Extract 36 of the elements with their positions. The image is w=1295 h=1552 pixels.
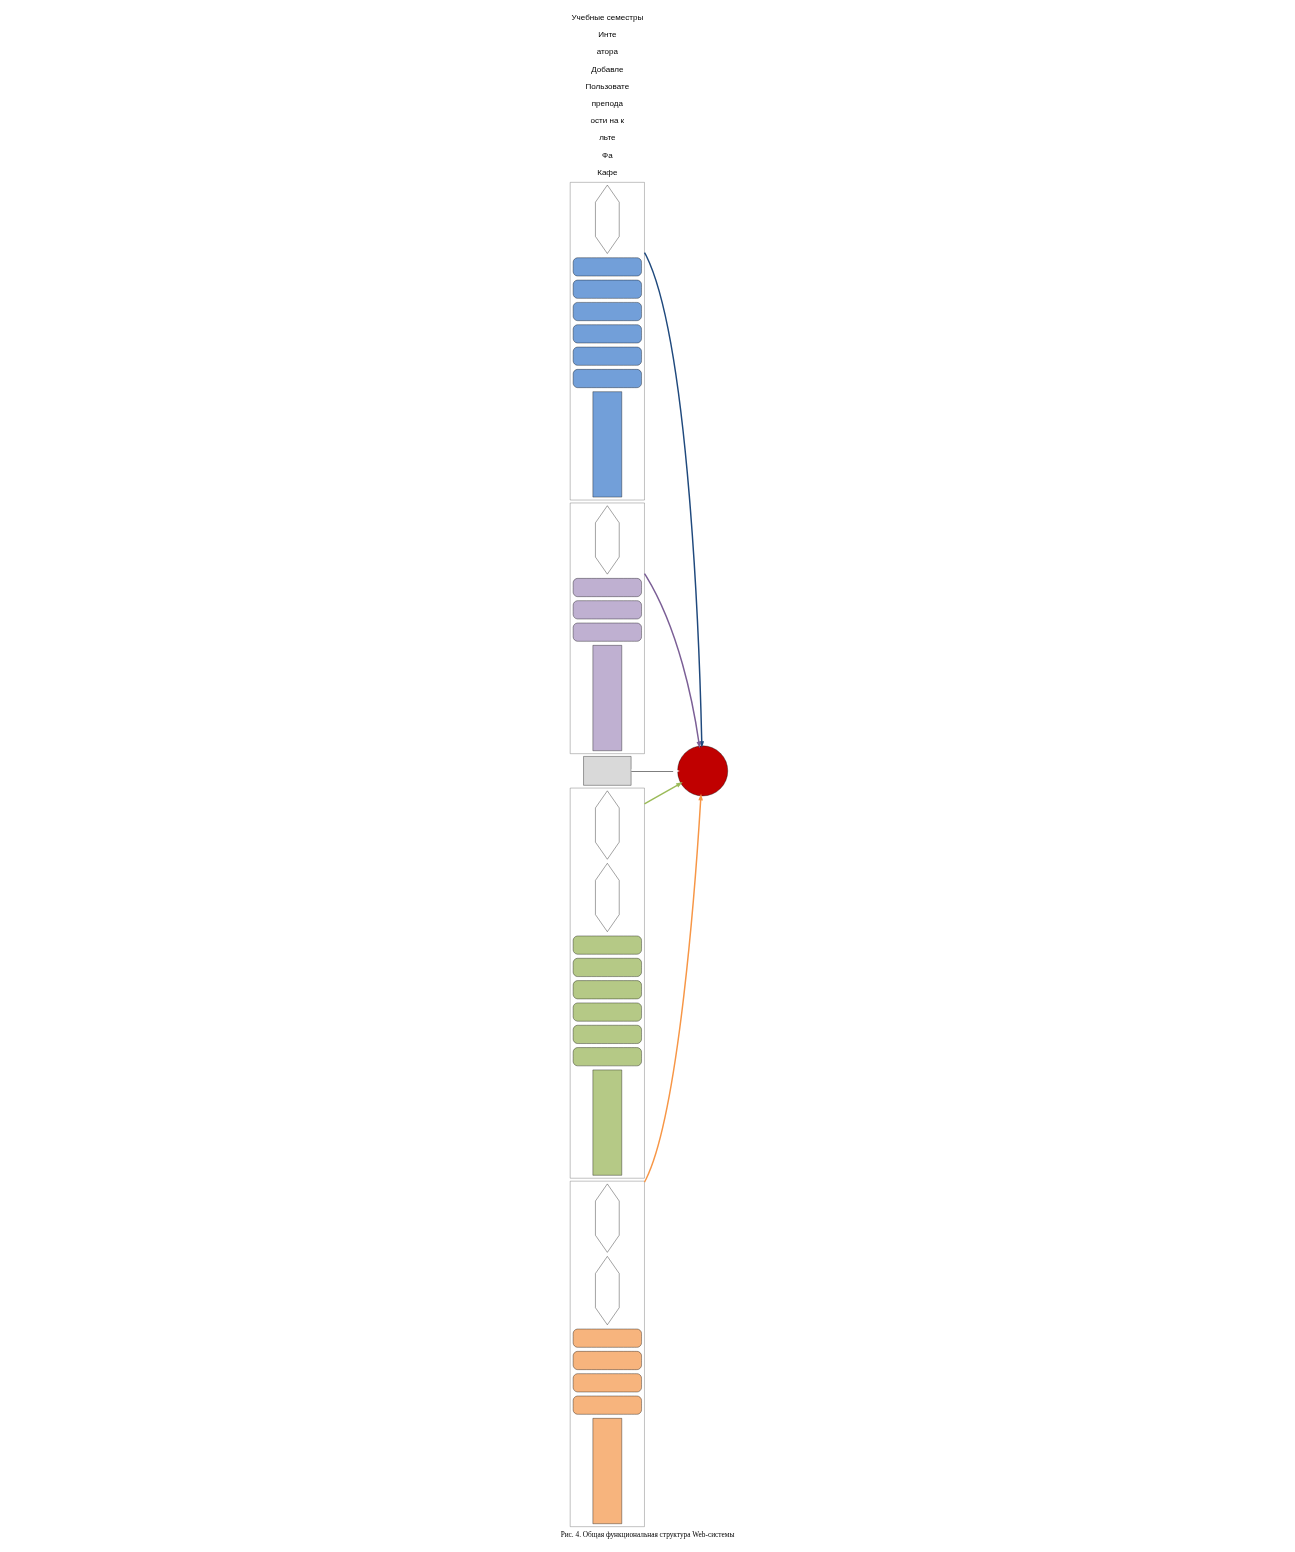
node-pill: [572, 1373, 642, 1393]
node-box: [592, 391, 622, 498]
node-hexagon: [595, 184, 620, 254]
node-box: [592, 645, 622, 751]
node-box: [583, 756, 632, 786]
node-pill: [572, 600, 642, 620]
node-pill: [572, 279, 642, 299]
node-pill: [572, 302, 642, 321]
node-pill: [572, 1047, 642, 1067]
node-pill: [572, 1025, 642, 1044]
node-hexagon: [595, 505, 620, 575]
node-pill: [572, 622, 642, 642]
arrow: [630, 768, 680, 774]
node-hexagon: [595, 863, 620, 932]
node-pill: [572, 1328, 642, 1348]
arrow: [643, 251, 705, 748]
node-pill: [572, 346, 642, 366]
arrow: [643, 793, 703, 1183]
node-pill: [572, 1351, 642, 1370]
node-pill: [572, 958, 642, 977]
caption: Рис. 4. Общая функциональная структура Web-системы: [560, 1529, 735, 1539]
node-pill: [572, 980, 642, 1000]
node-pill: [572, 1395, 642, 1415]
node-pill: [572, 324, 642, 344]
node-pill: [572, 1002, 642, 1022]
node-box: [592, 1069, 622, 1176]
node-box: [592, 1418, 622, 1524]
node-pill: [572, 257, 642, 277]
arrow: [643, 572, 702, 749]
node-hexagon: [595, 1183, 620, 1253]
node-hexagon: [595, 1256, 620, 1325]
arrow: [643, 782, 683, 805]
node-pill: [572, 935, 642, 955]
node-pill: [572, 578, 642, 597]
node-hexagon: [595, 790, 620, 860]
node-pill: [572, 369, 642, 388]
